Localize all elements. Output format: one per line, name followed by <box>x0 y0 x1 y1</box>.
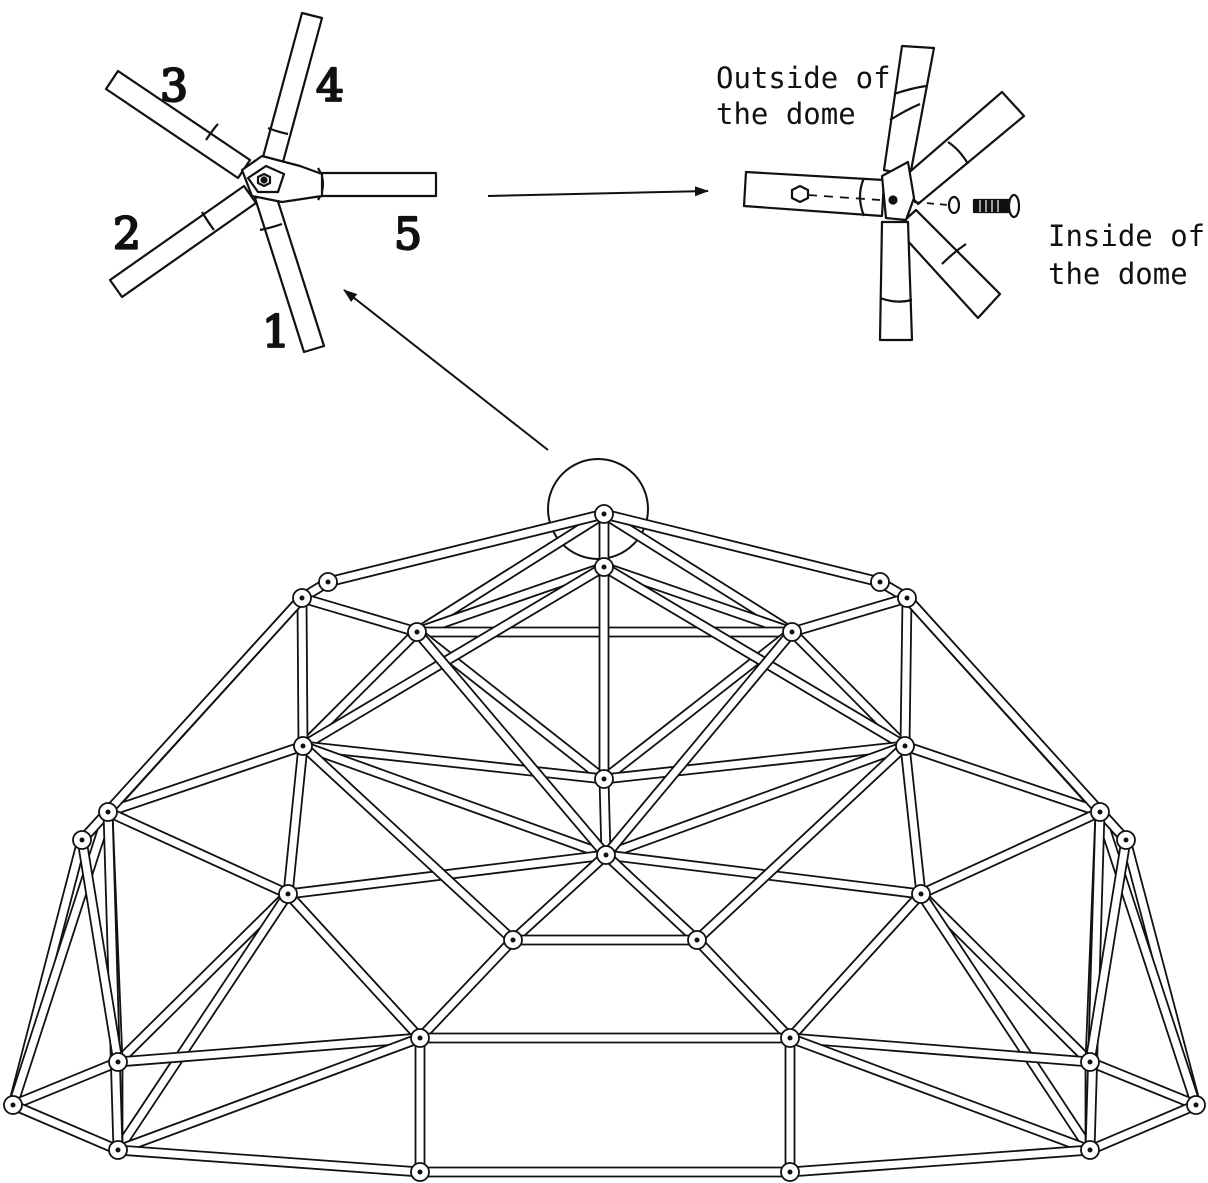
strut-number-4: 4 <box>316 61 344 112</box>
dome-strut <box>1087 1099 1199 1156</box>
dome-hub <box>780 1028 800 1048</box>
strut-number-5: 5 <box>394 209 422 260</box>
dome-strut <box>105 807 291 899</box>
dome-hub <box>278 884 298 904</box>
dome-strut <box>785 890 926 1042</box>
dome-strut <box>784 1037 796 1173</box>
strut-number-3: 3 <box>160 61 188 112</box>
dome-strut <box>419 1032 791 1044</box>
dome-strut <box>899 597 913 747</box>
strut-number-1: 1 <box>262 307 290 358</box>
dome-strut <box>693 741 909 945</box>
dome-strut <box>299 741 517 945</box>
arrow-to-hub-detail <box>343 289 549 451</box>
geodesic-dome <box>3 504 1206 1182</box>
dome-hub <box>1186 1095 1206 1115</box>
dome-strut <box>299 562 608 751</box>
dome-hub <box>870 572 890 592</box>
dome-strut <box>419 1166 791 1178</box>
dome-strut <box>10 1099 121 1156</box>
dome-hub <box>687 930 707 950</box>
dome-strut <box>692 936 795 1042</box>
dome-strut <box>326 508 606 588</box>
dome-hub <box>503 930 523 950</box>
dome-strut <box>916 889 1095 1067</box>
dome-hub <box>897 588 917 608</box>
bolt-icon <box>972 193 1021 219</box>
dome-hub <box>98 802 118 822</box>
dome-hub <box>407 622 427 642</box>
dome-strut <box>113 889 293 1067</box>
dome-hub <box>1090 802 1110 822</box>
dome-hub <box>292 588 312 608</box>
dome-strut <box>415 936 518 1042</box>
dome-strut <box>512 934 698 946</box>
detail-highlight-circle <box>547 458 649 560</box>
dome-hub <box>594 504 614 524</box>
dome-hub <box>594 557 614 577</box>
dome-hub <box>895 736 915 756</box>
strut-3 <box>104 69 252 180</box>
dome-strut <box>116 1144 422 1178</box>
washer-icon <box>947 195 961 215</box>
hub-connector <box>240 154 324 204</box>
dome-strut <box>788 1144 1092 1178</box>
dome-hub <box>782 622 802 642</box>
dome-hub <box>1080 1052 1100 1072</box>
dome-hub <box>1080 1140 1100 1160</box>
dome-strut <box>296 597 309 747</box>
nut-icon <box>790 184 810 204</box>
outside-label-line2: the dome <box>716 97 856 131</box>
dome-hub <box>1116 830 1136 850</box>
dome-hub <box>911 884 931 904</box>
dome-hub <box>72 830 92 850</box>
dome-strut <box>283 890 425 1042</box>
dome-hub <box>596 845 616 865</box>
strut-number-2: 2 <box>113 209 141 260</box>
dome-strut <box>299 592 420 638</box>
dome-hub <box>3 1095 23 1115</box>
dome-strut <box>598 566 610 780</box>
dome-strut <box>602 508 882 588</box>
outside-label-line1: Outside of <box>716 61 891 95</box>
bolt-detail: Outside of the dome Inside of the dome <box>716 44 1205 342</box>
dome-strut <box>918 807 1103 899</box>
hub-detail: 3 4 2 5 1 <box>104 11 438 359</box>
dome-hub <box>410 1028 430 1048</box>
dome-hub <box>108 1140 128 1160</box>
dome-hub <box>594 769 614 789</box>
dome-strut <box>414 1037 426 1173</box>
arrow-to-bolt-detail <box>487 186 709 197</box>
dome-hub <box>108 1052 128 1072</box>
dome-hub <box>318 572 338 592</box>
strut-4 <box>261 11 324 164</box>
dome-strut <box>789 592 910 638</box>
dome-hub <box>293 736 313 756</box>
inside-label-line2: the dome <box>1048 257 1188 291</box>
dome-strut <box>899 744 927 896</box>
inside-label-line1: Inside of <box>1048 219 1205 253</box>
dome-hub <box>410 1162 430 1182</box>
dome-strut <box>600 562 909 751</box>
dome-strut <box>282 744 309 896</box>
dome-hub <box>780 1162 800 1182</box>
